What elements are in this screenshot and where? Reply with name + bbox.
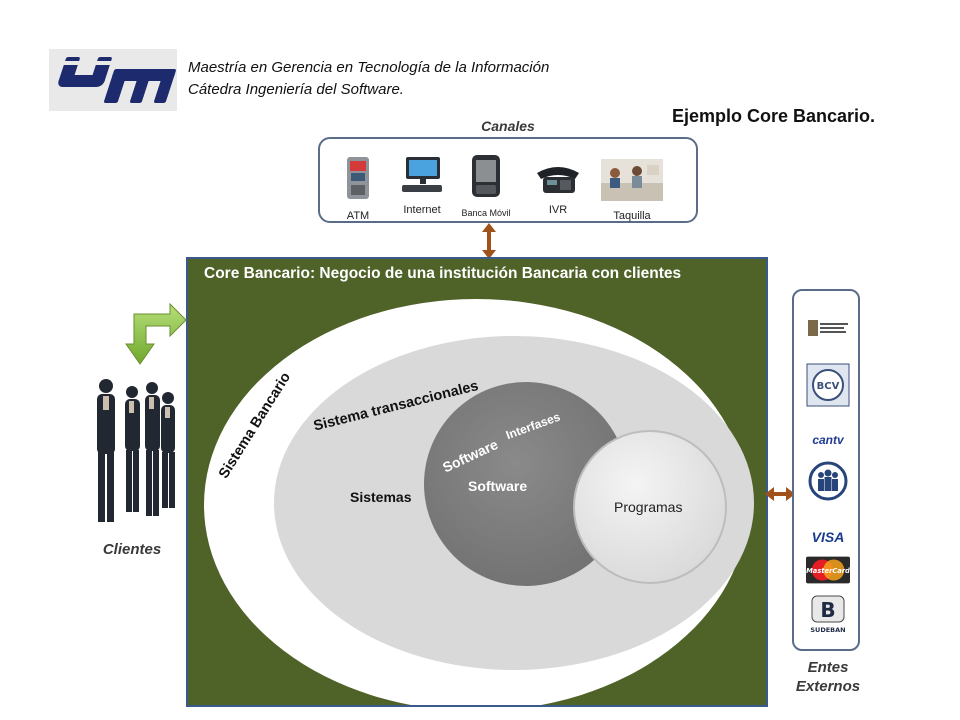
clientes-core-arrow — [125, 302, 187, 365]
mastercard-text: MasterCard — [806, 567, 850, 575]
mastercard-logo: MasterCard — [806, 555, 850, 585]
atm-icon — [347, 157, 369, 199]
sudeban-text: SUDEBAN — [810, 626, 845, 634]
entes-label-line1: Entes — [807, 659, 849, 676]
header-program-line: Maestría en Gerencia en Tecnología de la… — [188, 59, 550, 76]
bank-teller-photo — [601, 159, 663, 201]
bolsa-de-valores-logo — [806, 313, 850, 343]
software-label: Software — [468, 478, 528, 494]
canales-core-arrow — [482, 223, 496, 259]
canal-label: Banca Móvil — [461, 208, 511, 218]
canal-banca-movil: Banca Móvil — [448, 153, 524, 218]
desk-phone-icon — [537, 167, 579, 193]
svg-text:B: B — [820, 598, 835, 622]
canal-label: IVR — [548, 204, 568, 216]
cantv-logo: cantv — [812, 433, 844, 447]
core-diagram — [204, 299, 754, 705]
canal-label: ATM — [346, 210, 370, 222]
canal-ivr: IVR — [520, 161, 596, 216]
software-circle — [424, 382, 628, 586]
mobile-phone-icon — [472, 155, 500, 197]
programas-label: Programas — [614, 499, 683, 515]
clientes-label: Clientes — [102, 541, 162, 558]
bcv-seal: BCV — [806, 361, 850, 409]
canales-heading: Canales — [481, 118, 535, 134]
sudeban-logo: B SUDEBAN — [806, 595, 850, 635]
svg-text:BCV: BCV — [817, 381, 840, 392]
sistemas-label: Sistemas — [350, 489, 412, 505]
canal-label: Taquilla — [613, 210, 651, 222]
computer-icon — [402, 157, 442, 192]
canal-internet: Internet — [384, 155, 460, 216]
core-bancario-panel: Core Bancario: Negocio de una institució… — [186, 257, 768, 707]
canal-taquilla: Taquilla — [594, 159, 670, 222]
canales-panel: ATM Internet Banca Móvil IVR — [318, 137, 698, 223]
usm-logo — [49, 49, 182, 111]
entes-label-line2: Externos — [795, 678, 861, 695]
visa-logo: VISA — [811, 529, 845, 545]
page-title: Ejemplo Core Bancario. — [672, 106, 876, 126]
core-heading: Core Bancario: Negocio de una institució… — [204, 265, 682, 282]
people-group-logo — [806, 461, 850, 501]
entes-externos-panel: BCV cantv VISA MasterCard B SUDEBAN — [792, 289, 860, 651]
header-course-line: Cátedra Ingeniería del Software. — [188, 81, 404, 98]
programas-circle — [573, 430, 727, 584]
core-entes-arrow — [765, 487, 795, 501]
canal-label: Internet — [403, 204, 441, 216]
clients-people-illustration — [97, 379, 175, 522]
canal-atm: ATM — [320, 155, 396, 222]
